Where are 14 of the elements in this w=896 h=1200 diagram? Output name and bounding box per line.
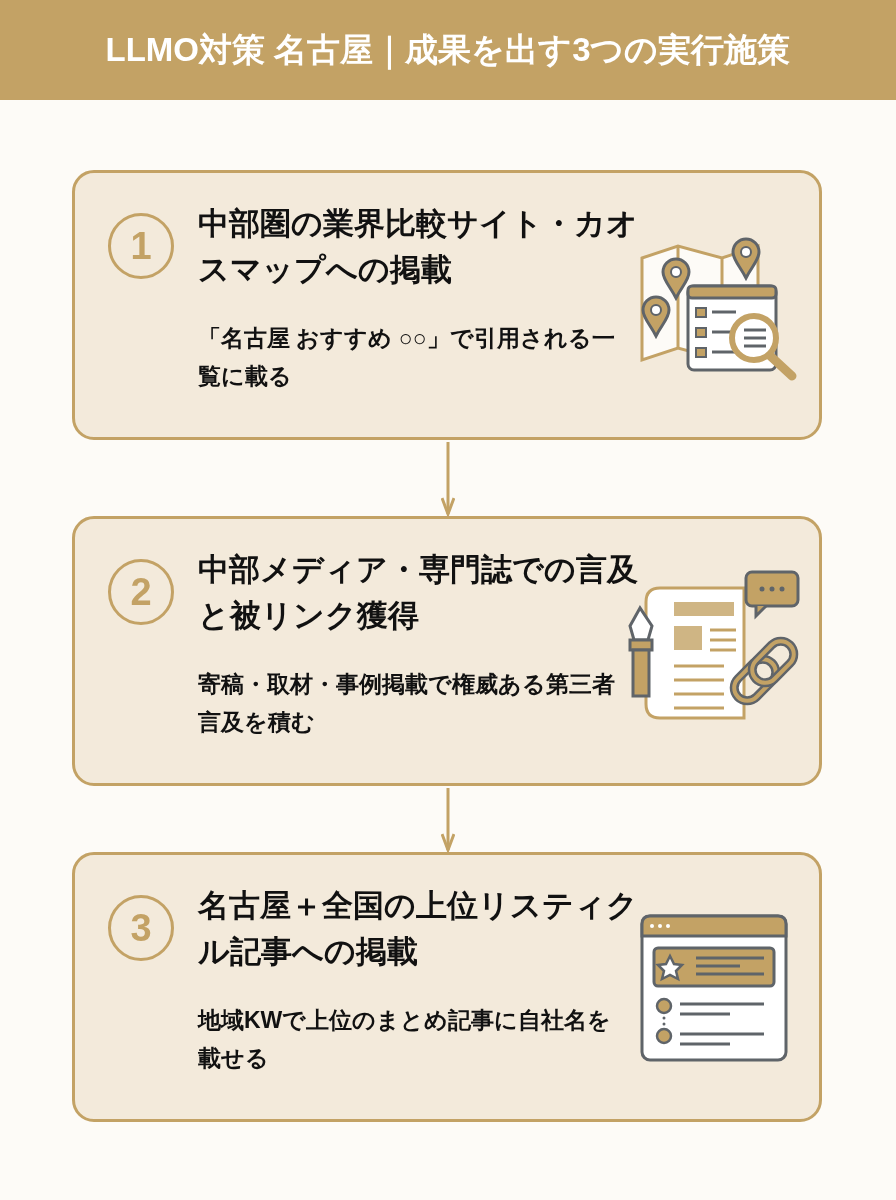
step-heading: 名古屋＋全国の上位リスティクル記事への掲載 [198,887,638,971]
step-description: 「名古屋 おすすめ ○○」で引用される一覧に載る [198,324,616,391]
step-description: 地域KWで上位のまとめ記事に自社名を載せる [198,1006,613,1073]
step-description: 寄稿・取材・事例掲載で権威ある第三者言及を積む [198,670,616,737]
step-card [72,516,822,786]
step-heading: 中部圏の業界比較サイト・カオスマップへの掲載 [198,205,638,289]
arrow [440,442,456,516]
step-number: 2 [108,559,174,625]
step-number: 1 [108,213,174,279]
step-number: 3 [108,895,174,961]
step-heading: 中部メディア・専門誌での言及と被リンク獲得 [198,551,638,635]
title: LLMO対策 名古屋｜成果を出す3つの実行施策 [104,30,792,72]
arrow [440,788,456,852]
step-card [72,170,822,440]
